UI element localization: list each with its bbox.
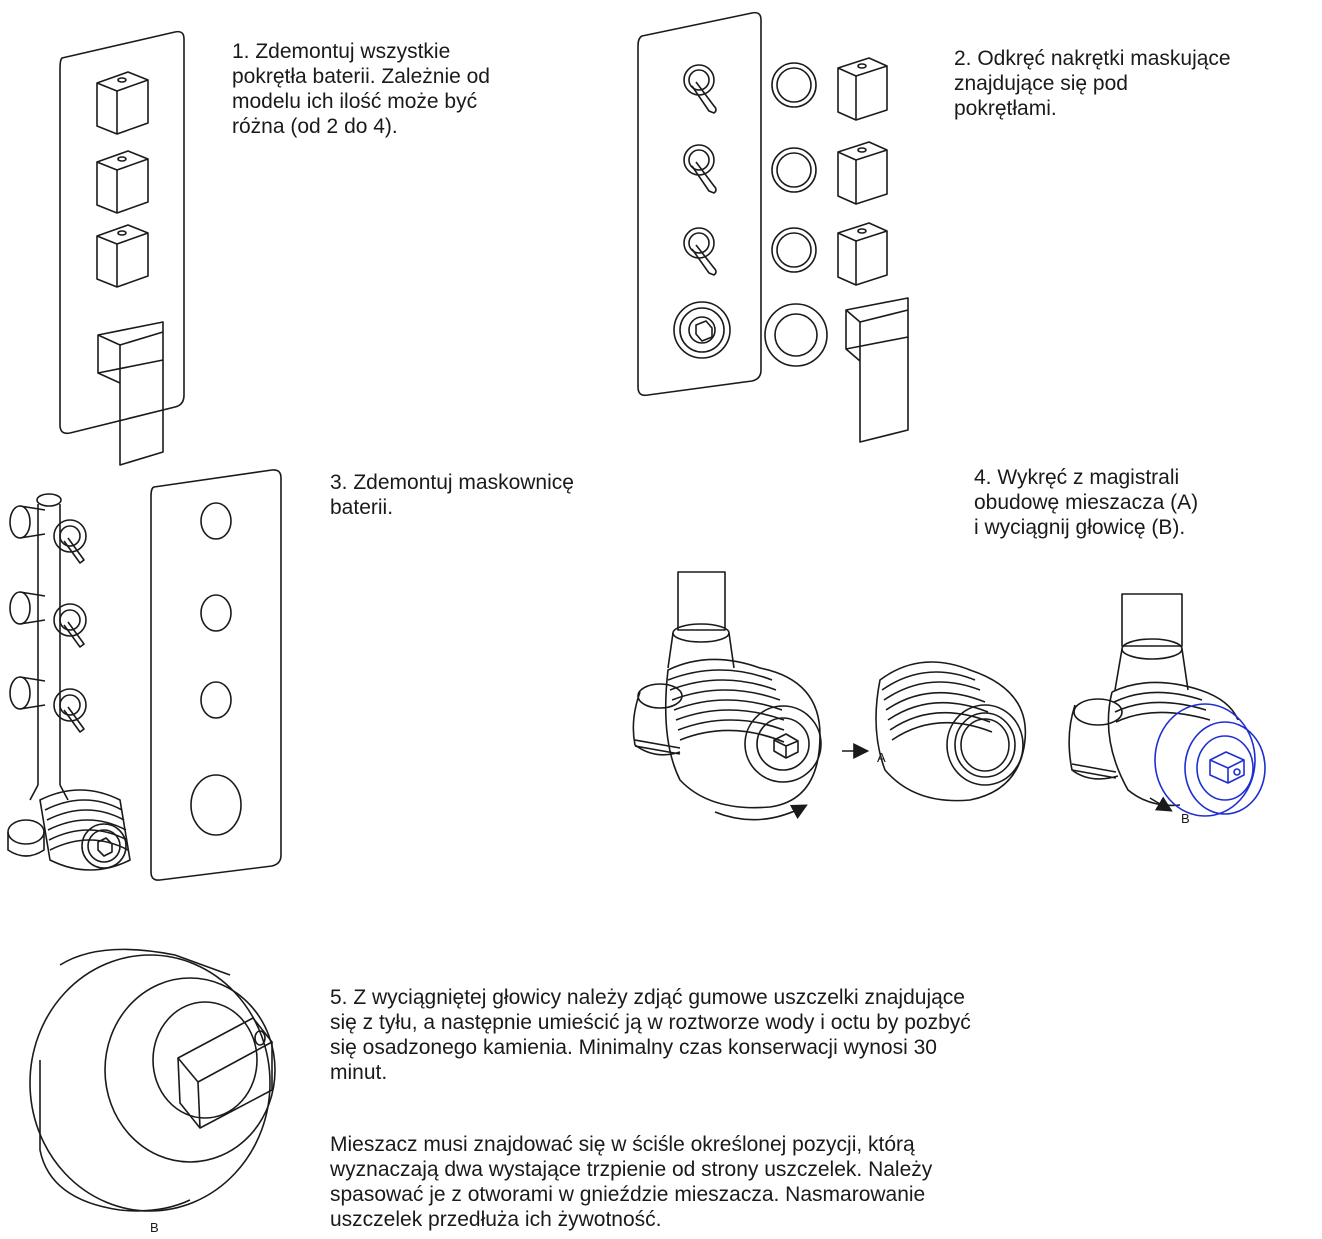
- fig2-lever: [845, 297, 909, 443]
- step-3-text: 3. Zdemontuj maskownicę baterii.: [330, 471, 574, 519]
- fig2-cartridge-2: [683, 144, 717, 194]
- fig4-arrow-b: [1149, 796, 1173, 812]
- fig5-cartridge: [29, 948, 276, 1212]
- fig4-mixer-without-head: [1068, 593, 1239, 807]
- fig1-lever: [97, 321, 164, 466]
- fig2-faceplate: [637, 11, 762, 397]
- step-5-note-text: Mieszacz musi znajdować się w ściśle okr…: [330, 1133, 933, 1231]
- fig1-knob-2: [96, 150, 149, 214]
- fig1-knob-1: [96, 71, 149, 135]
- fig2-cartridge-3: [683, 227, 717, 276]
- fig2-nut-1: [771, 62, 817, 108]
- step-1-text: 1. Zdemontuj wszystkie pokrętła baterii.…: [232, 40, 490, 138]
- fig3-manifold: [7, 493, 87, 857]
- fig2-knob-3: [837, 222, 888, 286]
- fig4-housing-a: [875, 661, 1027, 802]
- fig4-head-b: [1154, 703, 1266, 817]
- fig4-rotation-arrow: [714, 804, 808, 821]
- fig2-knob-2: [837, 141, 888, 205]
- label-b: B: [1181, 811, 1190, 826]
- fig4-mixer-assembled: [632, 571, 822, 809]
- fig1-knob-3: [96, 224, 149, 288]
- fig2-large-nut: [764, 303, 828, 367]
- fig2-mixer-socket: [673, 301, 731, 359]
- step-4-text: 4. Wykręć z magistrali obudowę mieszacza…: [974, 466, 1199, 539]
- fig2-knob-1: [837, 57, 888, 121]
- fig2-nut-2: [771, 147, 817, 193]
- step-2-text: 2. Odkręć nakrętki maskujące znajdujące …: [954, 47, 1231, 120]
- fig3-faceplate: [150, 469, 282, 881]
- label-b-fig5: B: [150, 1220, 159, 1235]
- fig2-cartridge-1: [683, 64, 717, 114]
- fig2-nut-3: [771, 227, 817, 273]
- label-a: A: [877, 750, 886, 765]
- fig3-mixer-body: [39, 789, 131, 871]
- step-5-text: 5. Z wyciągniętej głowicy należy zdjąć g…: [330, 986, 971, 1084]
- fig1-faceplate: [59, 30, 185, 435]
